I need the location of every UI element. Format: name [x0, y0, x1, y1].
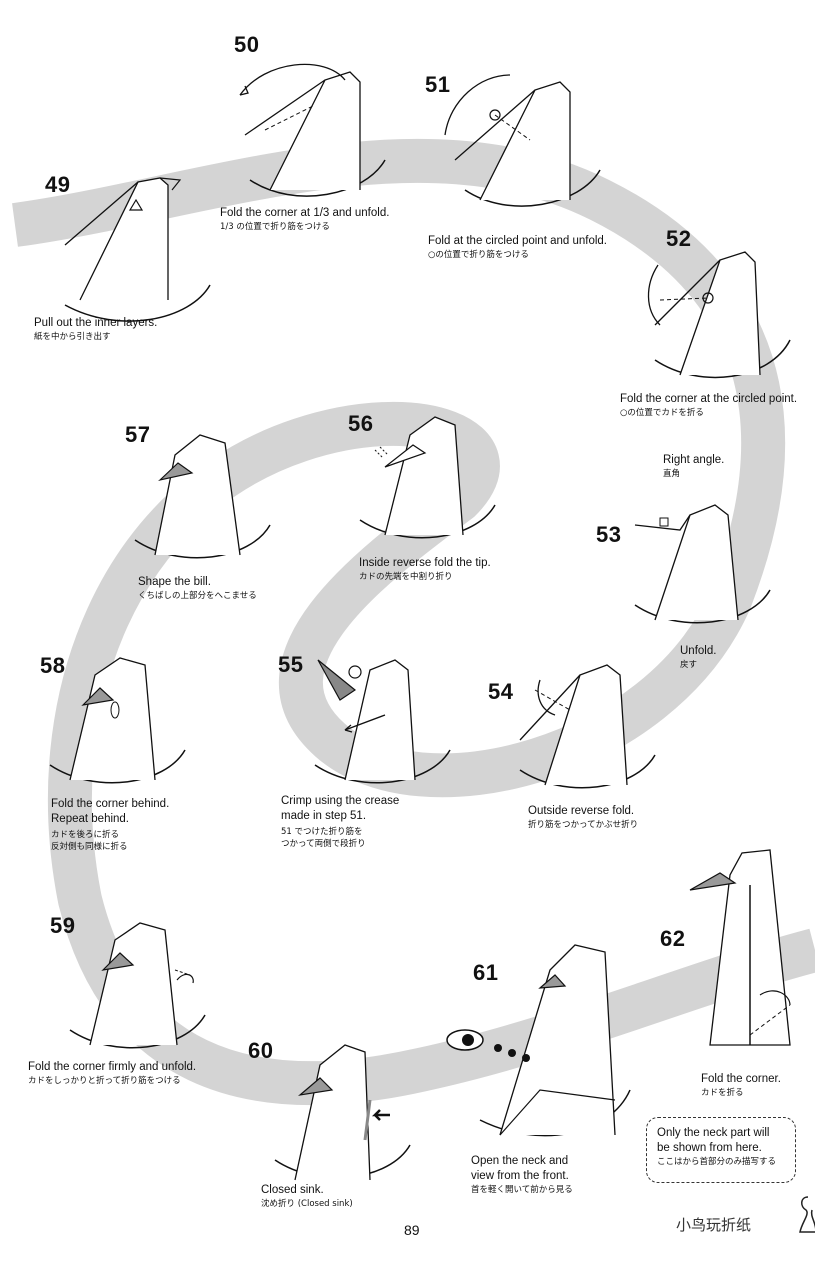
- step-55-figure: [314, 659, 451, 784]
- caption-jp: 直角: [663, 469, 681, 479]
- caption-en: Fold the corner behind.: [51, 798, 170, 810]
- step-60-caption: Closed sink. 沈め折り (Closed sink): [261, 1183, 353, 1210]
- caption-jp: カドを折る: [701, 1088, 744, 1098]
- step-62-caption: Fold the corner. カドを折る: [701, 1072, 781, 1099]
- caption-en: Unfold.: [680, 645, 717, 657]
- caption-en: Shape the bill.: [138, 576, 211, 588]
- step-54-figure: [519, 664, 656, 789]
- step-number-61: 61: [473, 960, 499, 985]
- caption-en: Fold the corner.: [701, 1073, 781, 1085]
- step-50-caption: Fold the corner at 1/3 and unfold. 1/3 の…: [220, 206, 389, 233]
- caption-en-line2: Repeat behind.: [51, 813, 130, 825]
- step-number-53: 53: [596, 522, 622, 547]
- step-61-figure: [446, 944, 631, 1137]
- caption-en: Fold the corner at the circled point.: [620, 393, 798, 405]
- step-56-caption: Inside reverse fold the tip. カドの先端を中割り折り: [359, 556, 491, 583]
- step-number-52: 52: [666, 226, 692, 251]
- step-number-60: 60: [248, 1038, 274, 1063]
- step-53-caption: Unfold. 戻す: [680, 644, 716, 671]
- caption-jp: カドを後ろに折る: [51, 830, 120, 840]
- caption-jp: ○の位置でカドを折る: [620, 408, 704, 418]
- caption-jp: 51 でつけた折り筋を: [281, 827, 363, 837]
- caption-jp-line2: 反対側も同様に折る: [51, 842, 128, 852]
- caption-en-line2: made in step 51.: [281, 810, 367, 822]
- caption-jp: ○の位置で折り筋をつける: [428, 250, 529, 260]
- step-number-54: 54: [488, 679, 514, 704]
- neck-only-note: Only the neck part will be shown from he…: [646, 1117, 796, 1183]
- caption-jp: 首を軽く開いて前から見る: [471, 1185, 573, 1195]
- watermark: 小鸟玩折纸: [676, 1216, 752, 1234]
- step-49-figure: [64, 177, 211, 322]
- caption-jp: 戻す: [680, 660, 698, 670]
- step-59-figure: [69, 922, 206, 1049]
- step-54-caption: Outside reverse fold. 折り筋をつかってかぶせ折り: [528, 804, 638, 831]
- caption-jp: くちばしの上部分をへこませる: [138, 591, 257, 601]
- step-58-caption: Fold the corner behind. Repeat behind. カ…: [51, 797, 169, 853]
- step-57-caption: Shape the bill. くちばしの上部分をへこませる: [138, 575, 257, 602]
- caption-en-line2: view from the front.: [471, 1170, 569, 1182]
- caption-en: Fold at the circled point and unfold.: [428, 235, 608, 247]
- step-58-figure: [49, 657, 186, 784]
- caption-en: Open the neck and: [471, 1155, 569, 1167]
- step-number-62: 62: [660, 926, 686, 951]
- caption-en: Right angle.: [663, 454, 725, 466]
- step-62-figure: [689, 849, 791, 1046]
- step-51-figure: [444, 74, 601, 207]
- step-57-figure: [134, 434, 271, 559]
- page-number: 89: [404, 1222, 420, 1238]
- step-60-figure: [274, 1044, 411, 1181]
- step-number-49: 49: [45, 172, 71, 197]
- step-49-caption: Pull out the inner layers. 紙を中から引き出す: [34, 316, 157, 343]
- step-number-56: 56: [348, 411, 374, 436]
- step-number-51: 51: [425, 72, 451, 97]
- caption-en: Pull out the inner layers.: [34, 317, 158, 329]
- step-number-55: 55: [278, 652, 304, 677]
- step-52-figure: [647, 251, 791, 379]
- step-53-figure: [634, 504, 771, 624]
- step-59-caption: Fold the corner firmly and unfold. カドをしっ…: [28, 1060, 196, 1087]
- caption-en: Fold the corner at 1/3 and unfold.: [220, 207, 390, 219]
- caption-en: Inside reverse fold the tip.: [359, 557, 491, 569]
- step-53-right-angle-note: Right angle. 直角: [663, 453, 724, 480]
- caption-en: Crimp using the crease: [281, 795, 400, 807]
- caption-jp: カドの先端を中割り折り: [359, 572, 453, 582]
- step-number-57: 57: [125, 422, 151, 447]
- caption-jp: 折り筋をつかってかぶせ折り: [528, 820, 639, 830]
- step-51-caption: Fold at the circled point and unfold. ○の…: [428, 234, 607, 261]
- step-50-figure: [239, 63, 386, 197]
- caption-en: Closed sink.: [261, 1184, 324, 1196]
- caption-jp-line2: つかって両側で段折り: [281, 839, 366, 849]
- swan-logo-icon: [799, 1196, 815, 1233]
- step-number-58: 58: [40, 653, 66, 678]
- note-en: Only the neck part will: [657, 1127, 770, 1139]
- step-number-59: 59: [50, 913, 76, 938]
- step-55-caption: Crimp using the crease made in step 51. …: [281, 794, 399, 850]
- caption-en: Outside reverse fold.: [528, 805, 635, 817]
- caption-jp: 紙を中から引き出す: [34, 332, 111, 342]
- note-en-line2: be shown from here.: [657, 1142, 762, 1154]
- step-56-figure: [359, 416, 496, 539]
- caption-jp: 1/3 の位置で折り筋をつける: [220, 222, 330, 232]
- note-jp: ここはから首部分のみ描写する: [657, 1157, 777, 1167]
- step-52-caption: Fold the corner at the circled point. ○の…: [620, 392, 797, 419]
- step-61-caption: Open the neck and view from the front. 首…: [471, 1154, 573, 1196]
- step-number-50: 50: [234, 32, 260, 57]
- caption-jp: 沈め折り (Closed sink): [261, 1199, 353, 1209]
- caption-en: Fold the corner firmly and unfold.: [28, 1061, 197, 1073]
- caption-jp: カドをしっかりと折って折り筋をつける: [28, 1076, 181, 1086]
